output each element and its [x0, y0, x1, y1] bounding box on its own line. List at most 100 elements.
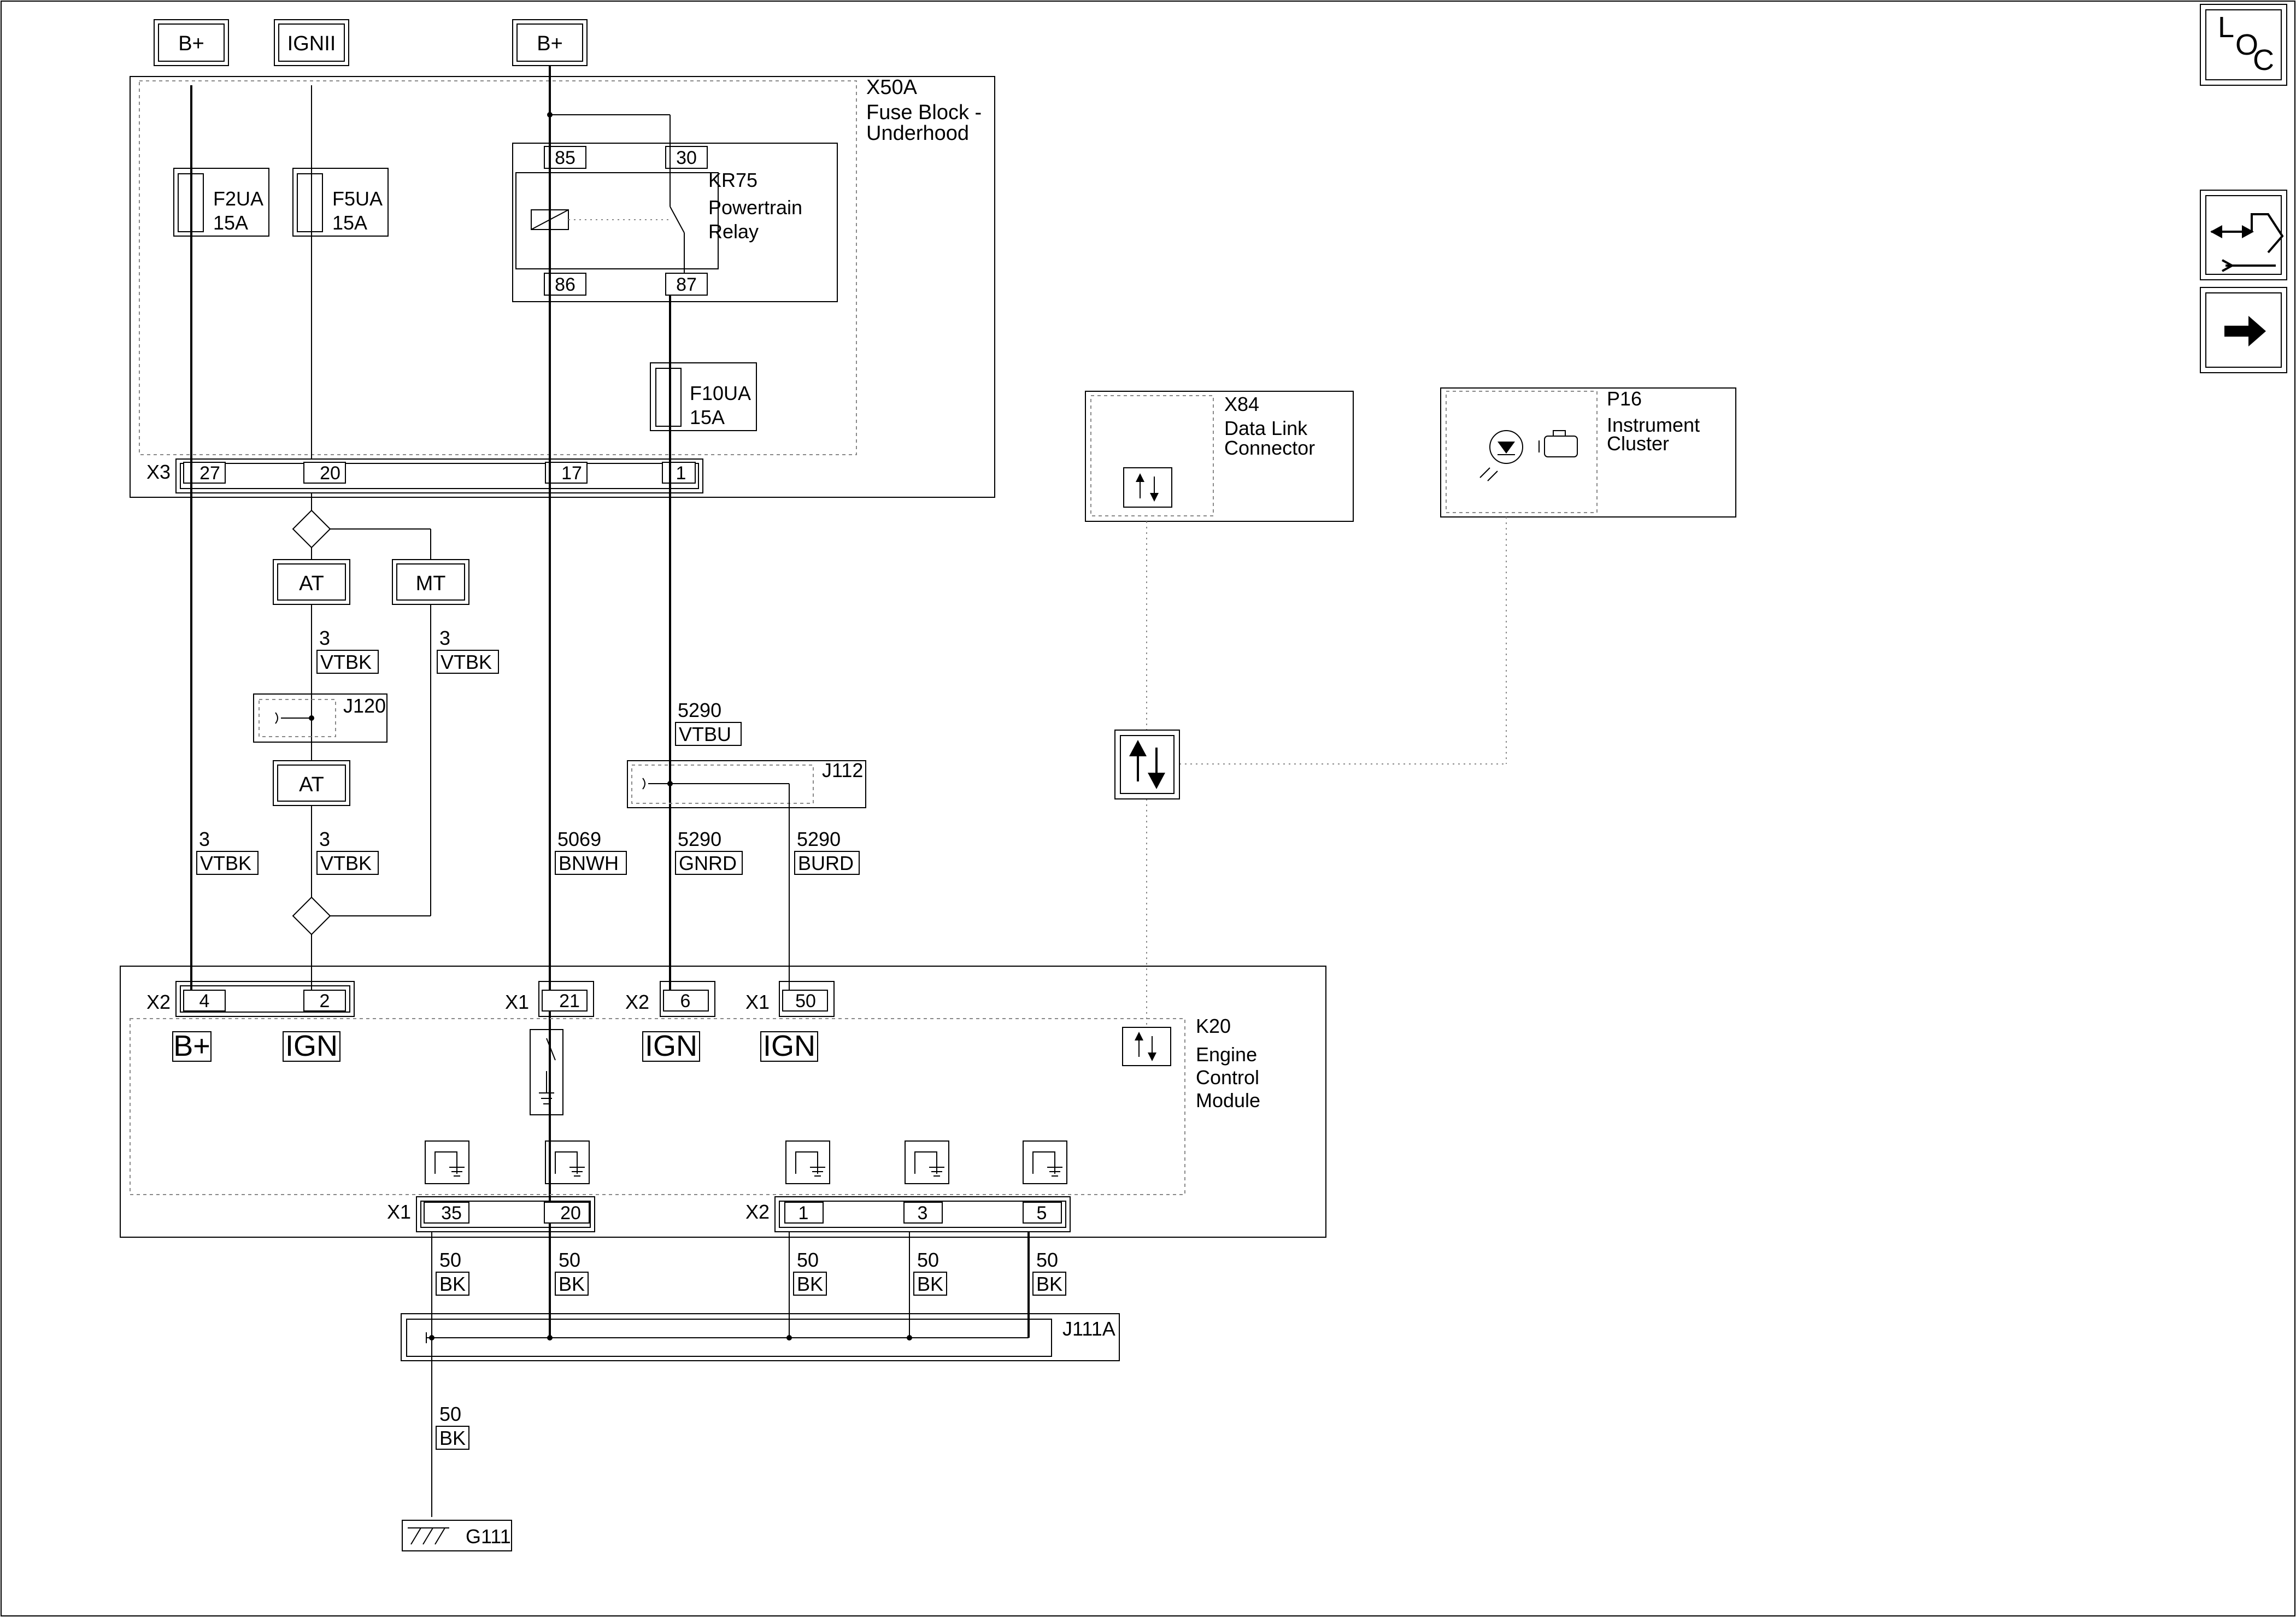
ecm-relay-driver-icon: [530, 1029, 563, 1115]
wire-g35-color: BK: [439, 1273, 466, 1295]
next-arrow-button[interactable]: [2200, 287, 2287, 373]
fuse-block-name-1: Fuse Block -: [866, 101, 982, 124]
ecm-label-ign-3: IGN: [760, 1030, 818, 1062]
svg-text:20: 20: [320, 463, 340, 484]
wire-5290-gnrd-color-box: [675, 851, 743, 875]
svg-text:20: 20: [560, 1203, 581, 1224]
svg-text:F2UA: F2UA: [213, 187, 263, 210]
wire-at-bottom-color-box: [316, 851, 379, 875]
svg-text:AT: AT: [299, 572, 324, 595]
splice-j111a[interactable]: J111A: [401, 1313, 1120, 1361]
option-mt[interactable]: MT: [392, 559, 469, 605]
ecm-ground-icon-1: [785, 1140, 830, 1184]
svg-text:X3: X3: [146, 461, 171, 483]
svg-text:86: 86: [555, 274, 576, 295]
service-info-button[interactable]: [2200, 190, 2287, 280]
wire-5290-top-color: VTBU: [679, 723, 731, 745]
svg-text:O: O: [2235, 28, 2258, 61]
wire-g1-color: BK: [797, 1273, 823, 1295]
source-b-plus-1[interactable]: B+: [154, 19, 229, 66]
wire-g3-circuit: 50: [917, 1249, 939, 1271]
wire-5290-burd-color-box: [794, 851, 860, 875]
svg-text:X84: X84: [1224, 393, 1259, 415]
wire-g20-circuit: 50: [559, 1249, 580, 1271]
ecm-connector-x1-50[interactable]: X1 50: [745, 981, 835, 1017]
ecm-name-1: Engine: [1196, 1043, 1257, 1066]
connector-x3[interactable]: X3 27 20 17 1: [146, 458, 703, 493]
data-link-connector-x84[interactable]: X84 Data Link Connector: [1085, 391, 1354, 522]
ground-g111[interactable]: G111: [402, 1520, 512, 1551]
source-ign2[interactable]: IGNII: [274, 19, 349, 66]
svg-text:50: 50: [795, 991, 816, 1012]
check-engine-icon: [1544, 436, 1578, 457]
wire-5290-top-color-box: [675, 722, 742, 746]
wire-g35-circuit: 50: [439, 1249, 461, 1271]
wire-g1-circuit: 50: [797, 1249, 819, 1271]
ecm-connector-x2-bottom[interactable]: X2 1 3 5: [745, 1196, 1071, 1232]
svg-text:AT: AT: [299, 773, 324, 796]
svg-text:87: 87: [676, 274, 697, 295]
option-diamond-top: [292, 509, 331, 549]
serial-data-bus-icon[interactable]: [1114, 730, 1180, 799]
wire-5290-top-circuit: 5290: [678, 699, 721, 721]
svg-text:KR75: KR75: [708, 169, 757, 191]
svg-text:F10UA: F10UA: [690, 382, 751, 404]
location-view-button[interactable]: L O C: [2200, 4, 2287, 86]
ecm-ground-icon-35: [425, 1140, 469, 1184]
fuse-block-id: X50A: [866, 76, 918, 99]
ecm-label-ign-1: IGN: [283, 1030, 340, 1062]
wire-5290-burd-color: BURD: [798, 852, 854, 874]
ecm-id: K20: [1196, 1015, 1231, 1037]
splice-j120[interactable]: J120: [253, 693, 387, 743]
wrench-icon: [2222, 259, 2276, 272]
svg-text:X1: X1: [387, 1201, 411, 1223]
ecm-connector-x2-6[interactable]: X2 6: [625, 981, 715, 1017]
svg-text:L: L: [2218, 11, 2234, 44]
wire-left-color: VTBK: [200, 852, 251, 874]
svg-text:X1: X1: [505, 991, 529, 1013]
svg-text:IGN: IGN: [285, 1030, 338, 1062]
wire-at-bottom-color: VTBK: [320, 852, 372, 874]
option-at-bottom[interactable]: AT: [273, 760, 350, 806]
ecm-ground-icon-20: [545, 1140, 590, 1184]
ecm-serial-data-icon: [1122, 1027, 1171, 1066]
source-b-plus-2[interactable]: B+: [512, 19, 588, 66]
svg-text:B+: B+: [178, 32, 204, 55]
wire-5290-burd-circuit: 5290: [797, 828, 841, 850]
option-diamond-bottom: [292, 896, 331, 936]
svg-text:C: C: [2253, 44, 2274, 77]
wire-5069-color: BNWH: [559, 852, 619, 874]
svg-text:IGN: IGN: [645, 1030, 697, 1062]
ecm-connector-x1-21[interactable]: X1 21: [505, 981, 594, 1017]
svg-text:MT: MT: [416, 572, 446, 595]
wire-g3-color-box: [913, 1272, 947, 1296]
svg-text:IGNII: IGNII: [287, 32, 336, 55]
ecm-ground-icon-3: [905, 1140, 949, 1184]
svg-text:B+: B+: [537, 32, 563, 55]
svg-text:P16: P16: [1607, 387, 1642, 410]
svg-text:15A: 15A: [690, 406, 725, 428]
fuse-f10ua[interactable]: F10UA 15A: [650, 362, 757, 431]
fuse-f5ua[interactable]: F5UA 15A: [292, 168, 389, 237]
splice-j112[interactable]: J112: [627, 759, 866, 808]
fuse-f2ua[interactable]: F2UA 15A: [173, 168, 269, 237]
wire-g5-color-box: [1032, 1272, 1066, 1296]
wire-g20-color-box: [555, 1272, 589, 1296]
option-at-top[interactable]: AT: [273, 559, 350, 605]
relay-kr75[interactable]: 85 30 86 87 KR75 Powertrain Relay: [512, 143, 838, 302]
instrument-cluster-p16[interactable]: P16 Instrument Cluster: [1440, 387, 1736, 518]
fuse-block-outline: [130, 76, 995, 498]
ecm-name-3: Module: [1196, 1089, 1260, 1112]
fuse-block-name-2: Underhood: [866, 122, 969, 145]
ecm-connector-x1-bottom[interactable]: X1 35 20: [387, 1196, 595, 1232]
wire-gmain-color: BK: [439, 1427, 466, 1449]
ecm-connector-x2-top[interactable]: X2 4 2: [146, 981, 355, 1017]
wire-g35-color-box: [436, 1272, 469, 1296]
svg-text:15A: 15A: [332, 211, 367, 234]
svg-text:Instrument: Instrument: [1607, 414, 1700, 436]
svg-text:X2: X2: [745, 1201, 770, 1223]
svg-text:1: 1: [798, 1203, 809, 1224]
svg-text:X2: X2: [146, 991, 171, 1013]
svg-text:17: 17: [561, 463, 582, 484]
